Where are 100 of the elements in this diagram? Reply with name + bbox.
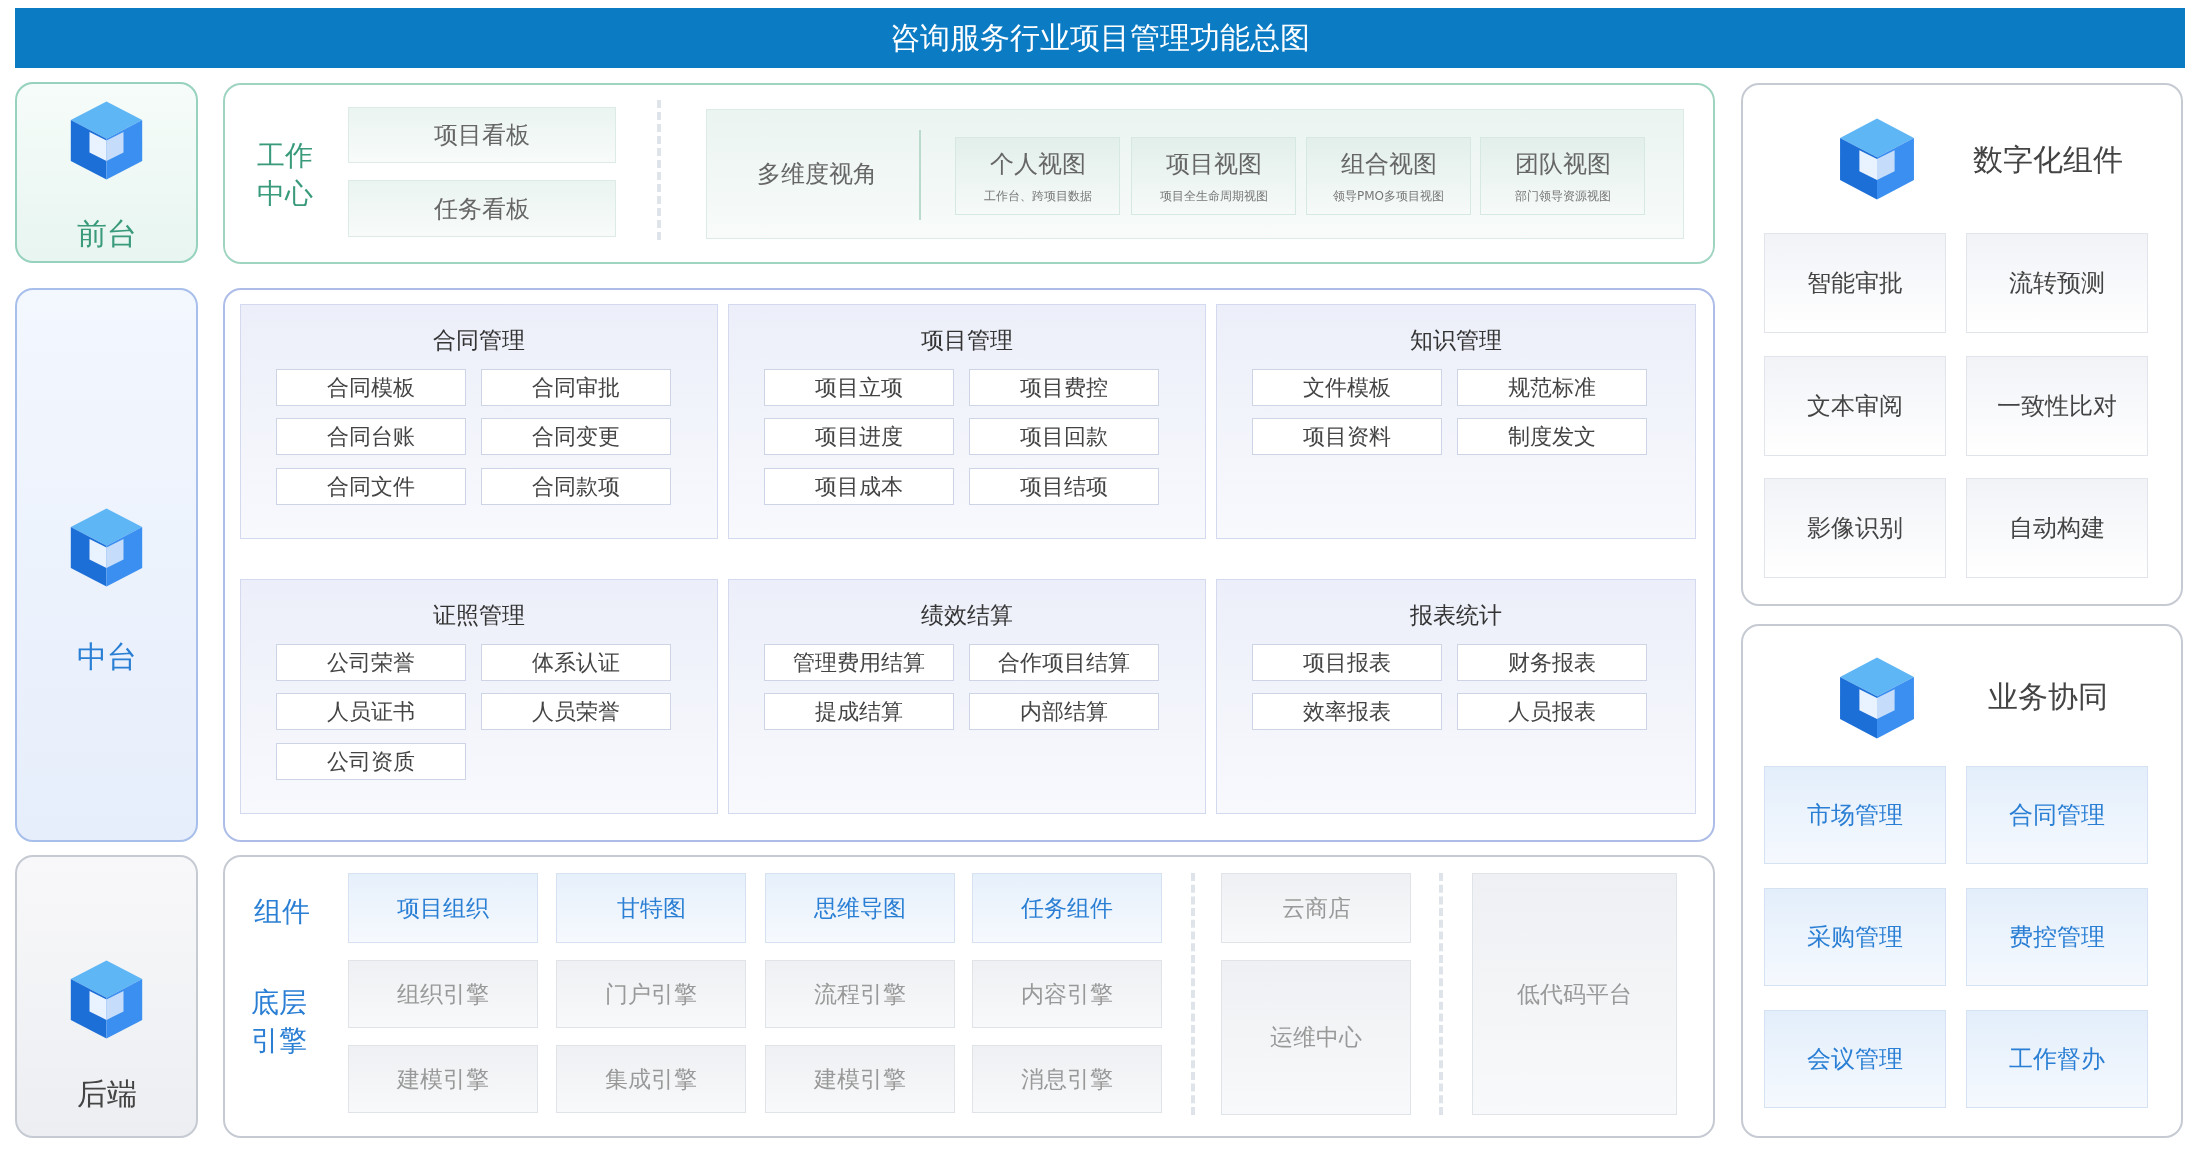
item-label: 市场管理 [1807,800,1903,831]
item-label: 组织引擎 [397,979,489,1009]
function-item [481,468,671,505]
function-item [276,468,466,505]
item-caption: 领导PMO多项目视图 [1332,187,1444,205]
function-item [764,644,954,681]
function-item [969,468,1159,505]
layer-tile [15,82,198,263]
module-group [728,304,1206,539]
item-label: 云商店 [1281,893,1351,923]
item-label: 项目结项 [1020,472,1108,501]
function-item [481,418,671,455]
item-label: 合同台账 [327,422,415,451]
layer-tile [15,288,198,842]
component-item [972,873,1162,943]
function-item [969,693,1159,730]
section-heading: 报表统计 [1410,600,1502,630]
engine-item [972,960,1162,1028]
item-label: 项目立项 [815,373,903,402]
item-label: 影像识别 [1807,513,1903,544]
item-label: 工作督办 [2009,1044,2105,1075]
item-label: 合同文件 [327,472,415,501]
item-label: 文件模板 [1303,373,1391,402]
item-label: 合同款项 [532,472,620,501]
module-group [1216,579,1696,814]
item-label: 合同管理 [2009,800,2105,831]
item-caption: 部门领导资源视图 [1514,187,1611,205]
item-label: 集成引擎 [605,1064,697,1094]
function-item [1252,418,1442,455]
platform-item [1221,873,1411,943]
item-label: 合同审批 [532,373,620,402]
section-heading: 组件 [254,894,310,930]
feature-card [1764,478,1946,578]
view-card [955,137,1120,215]
item-label: 组合视图 [1340,148,1437,180]
function-item [276,644,466,681]
function-item [1457,693,1647,730]
feature-card [1764,888,1946,986]
feature-card [1764,356,1946,456]
module-group [240,579,718,814]
item-label: 一致性比对 [1997,391,2117,422]
feature-card [1966,233,2148,333]
function-item [969,644,1159,681]
item-label: 效率报表 [1303,697,1391,726]
section-heading: 业务协同 [1988,677,2108,716]
section-heading: 合同管理 [433,325,525,355]
view-card [1480,137,1645,215]
engine-item [765,960,955,1028]
function-item [969,369,1159,406]
item-label: 建模引擎 [814,1064,906,1094]
item-label: 费控管理 [2009,922,2105,953]
function-item [1457,644,1647,681]
item-label: 项目组织 [397,893,489,923]
function-item [481,693,671,730]
module-group [1216,304,1696,539]
module-group [728,579,1206,814]
item-label: 项目回款 [1020,422,1108,451]
item-label: 自动构建 [2009,513,2105,544]
title-banner: 咨询服务行业项目管理功能总图 [15,8,2185,68]
item-label: 建模引擎 [397,1064,489,1094]
item-label: 任务组件 [1021,893,1113,923]
layer-tile [15,855,198,1138]
board-item [348,107,616,163]
function-item [764,369,954,406]
item-label: 项目报表 [1303,648,1391,677]
item-label: 人员报表 [1508,697,1596,726]
function-item [276,743,466,780]
layer-panel [223,855,1715,1138]
item-label: 团队视图 [1514,148,1611,180]
function-item [481,644,671,681]
feature-card [1966,766,2148,864]
component-item [765,873,955,943]
function-item [276,418,466,455]
feature-card [1966,478,2148,578]
item-label: 内部结算 [1020,697,1108,726]
function-item [764,693,954,730]
feature-card [1966,356,2148,456]
item-label: 流转预测 [2009,268,2105,299]
item-label: 内容引擎 [1021,979,1113,1009]
view-section [706,109,1684,239]
section-heading: 中台 [76,637,137,676]
item-caption: 项目全生命周期视图 [1159,187,1268,205]
item-label: 合同模板 [327,373,415,402]
item-label: 合同变更 [532,422,620,451]
item-label: 提成结算 [815,697,903,726]
module-group [240,304,718,539]
component-panel [1741,83,2183,606]
feature-card [1966,1010,2148,1108]
item-label: 甘特图 [616,893,686,923]
function-item [1457,418,1647,455]
view-card [1306,137,1471,215]
feature-card [1966,888,2148,986]
item-label: 流程引擎 [814,979,906,1009]
item-label: 制度发文 [1508,422,1596,451]
view-card [1131,137,1296,215]
item-label: 财务报表 [1508,648,1596,677]
section-heading: 前台 [76,214,137,253]
function-item [969,418,1159,455]
item-label: 会议管理 [1807,1044,1903,1075]
item-label: 人员荣誉 [532,697,620,726]
